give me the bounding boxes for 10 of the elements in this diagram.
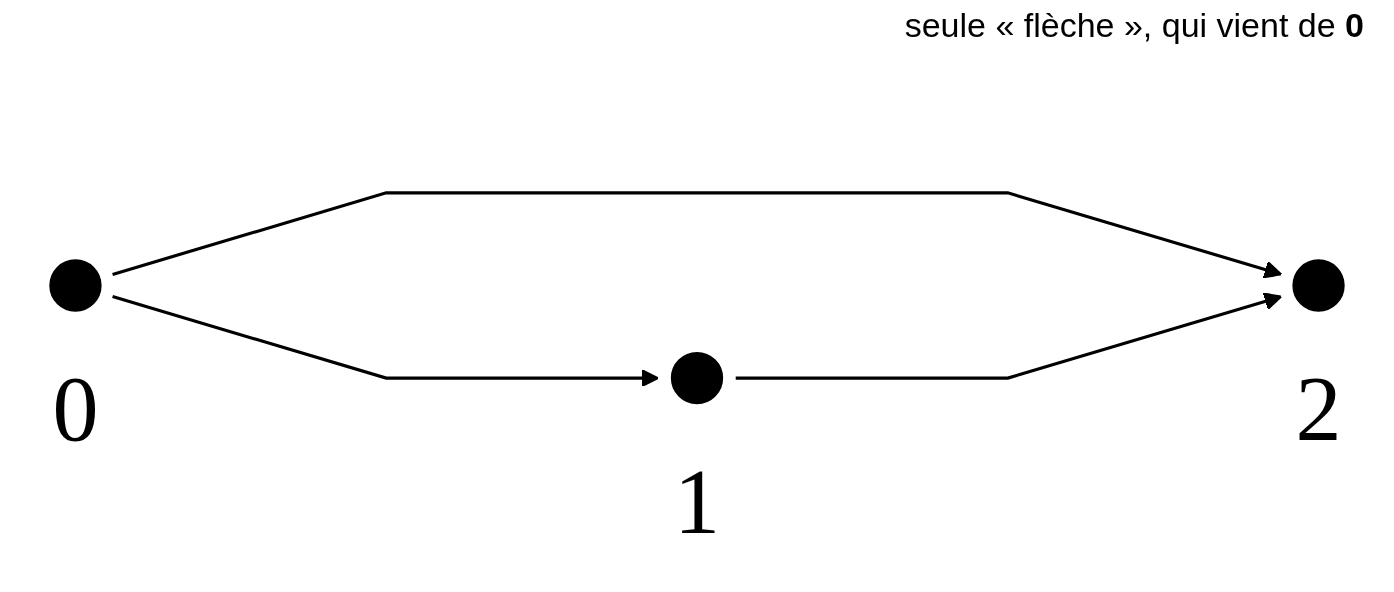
node-label: 0 <box>52 358 99 462</box>
arrow <box>112 295 660 388</box>
node-circle <box>49 259 102 312</box>
node-circle <box>1292 259 1345 312</box>
node-label: 2 <box>1295 358 1342 462</box>
node-circle <box>670 351 724 405</box>
note-text: seule « flèche », qui vient de 0 <box>904 6 1364 45</box>
arrow <box>112 191 1283 279</box>
arrow <box>735 292 1283 380</box>
node-label: 1 <box>673 451 721 554</box>
